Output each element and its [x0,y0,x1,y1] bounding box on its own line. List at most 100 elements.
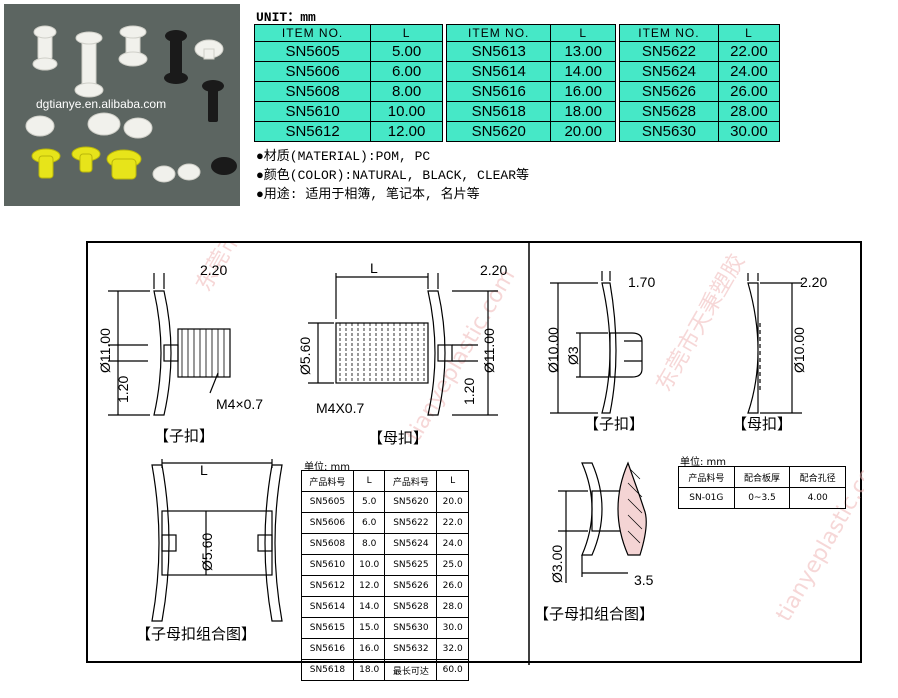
length-cell: 16.00 [550,81,616,102]
table-cell: SN5632 [384,638,438,660]
note-color: ●颜色(COLOR):NATURAL, BLACK, CLEAR等 [256,168,530,183]
dim-male-dia: Ø11.00 [97,328,113,373]
dim-r-assy-dia: Ø3.00 [549,545,565,583]
table-cell: SN5608 [301,533,354,555]
table-cell: 6.0 [352,512,386,534]
table-cell: SN5606 [301,512,354,534]
table-cell: 30.0 [436,617,469,639]
length-cell: 5.00 [370,41,443,62]
item-no-cell: SN5610 [253,101,372,122]
length-cell: 28.00 [717,101,781,122]
table-cell: 8.0 [352,533,386,555]
item-no-cell: SN5616 [445,81,552,102]
item-no-cell: SN5624 [619,61,719,82]
caption-female: 【母扣】 [368,429,428,447]
table-cell: 最长可达 [384,659,438,681]
col-part-no: 产品料号 [301,470,354,492]
spec-notes: ●材质(MATERIAL):POM, PC ●颜色(COLOR):NATURAL… [256,147,529,204]
item-no-cell: SN5608 [253,81,372,102]
note-material: ●材质(MATERIAL):POM, PC [256,149,431,164]
col-L: L [352,470,386,492]
table-cell: SN5626 [384,575,438,597]
left-table-unit: 单位: mm [304,462,351,473]
col-L-2: L [436,470,469,492]
item-no-cell: SN5606 [253,61,372,82]
item-no-cell: SN5626 [619,81,719,102]
table-cell: SN5625 [384,554,438,576]
dim-female-flange: 1.20 [461,378,477,405]
item-no-cell: SN5612 [253,121,372,142]
table-cell: 14.0 [352,596,386,618]
caption-assembly: 【子母扣组合图】 [136,625,256,643]
table-cell: 15.0 [352,617,386,639]
table-cell: 26.0 [436,575,469,597]
right-table-unit: 单位: mm [680,457,727,468]
table-cell: 25.0 [436,554,469,576]
table-cell: 4.00 [789,487,846,509]
table-cell: 28.0 [436,596,469,618]
item-no-cell: SN5630 [619,121,719,142]
table-cell: 18.0 [352,659,386,681]
table-cell: 12.0 [352,575,386,597]
dim-female-head: 2.20 [480,262,507,278]
table-cell: SN5624 [384,533,438,555]
item-no-cell: SN5605 [253,41,372,62]
table-cell: SN5614 [301,596,354,618]
length-cell: 24.00 [717,61,781,82]
product-photo: dgtianye.en.alibaba.com [4,4,240,206]
table-cell: 10.0 [352,554,386,576]
dim-assy-dia: Ø5.60 [199,533,215,571]
table-cell: 24.0 [436,533,469,555]
table-cell: SN5618 [301,659,354,681]
table-cell: SN5615 [301,617,354,639]
photo-watermark: dgtianye.en.alibaba.com [36,97,166,111]
note-usage: ●用途: 适用于相簿, 笔记本, 名片等 [256,187,480,202]
watermark-layer: 东莞市天秉塑胶 tianyeplastic.com 东莞市天秉塑胶 tianye… [192,243,864,626]
table-cell: SN5630 [384,617,438,639]
col-item-no: ITEM NO. [619,24,719,42]
dim-assy-L: L [200,462,208,478]
dim-r-assy-len: 3.5 [634,572,654,588]
col-item-no: ITEM NO. [253,24,372,42]
table-cell: SN5622 [384,512,438,534]
item-no-cell: SN5618 [445,101,552,122]
length-cell: 20.00 [550,121,616,142]
table-cell: SN5616 [301,638,354,660]
dim-female-L: L [370,260,378,276]
length-cell: 18.00 [550,101,616,122]
watermark-url: tianyeplastic.com [402,265,521,446]
item-no-cell: SN5622 [619,41,719,62]
dim-male-head: 2.20 [200,262,227,278]
table-cell: 16.0 [352,638,386,660]
dim-female-dia: Ø11.00 [481,328,497,373]
length-cell: 12.00 [370,121,443,142]
dim-male-thread: M4×0.7 [216,396,263,412]
length-cell: 13.00 [550,41,616,62]
table-cell: 22.0 [436,512,469,534]
col-part-no: 产品料号 [678,466,735,488]
caption-r-female: 【母扣】 [732,415,792,433]
item-no-cell: SN5620 [445,121,552,142]
length-cell: 14.00 [550,61,616,82]
technical-drawing: 东莞市天秉塑胶 tianyeplastic.com 东莞市天秉塑胶 tianye… [86,241,864,681]
col-hole-dia: 配合孔径 [789,466,846,488]
dim-r-male-head: 1.70 [628,274,655,290]
dim-r-male-dia: Ø10.00 [545,327,561,373]
